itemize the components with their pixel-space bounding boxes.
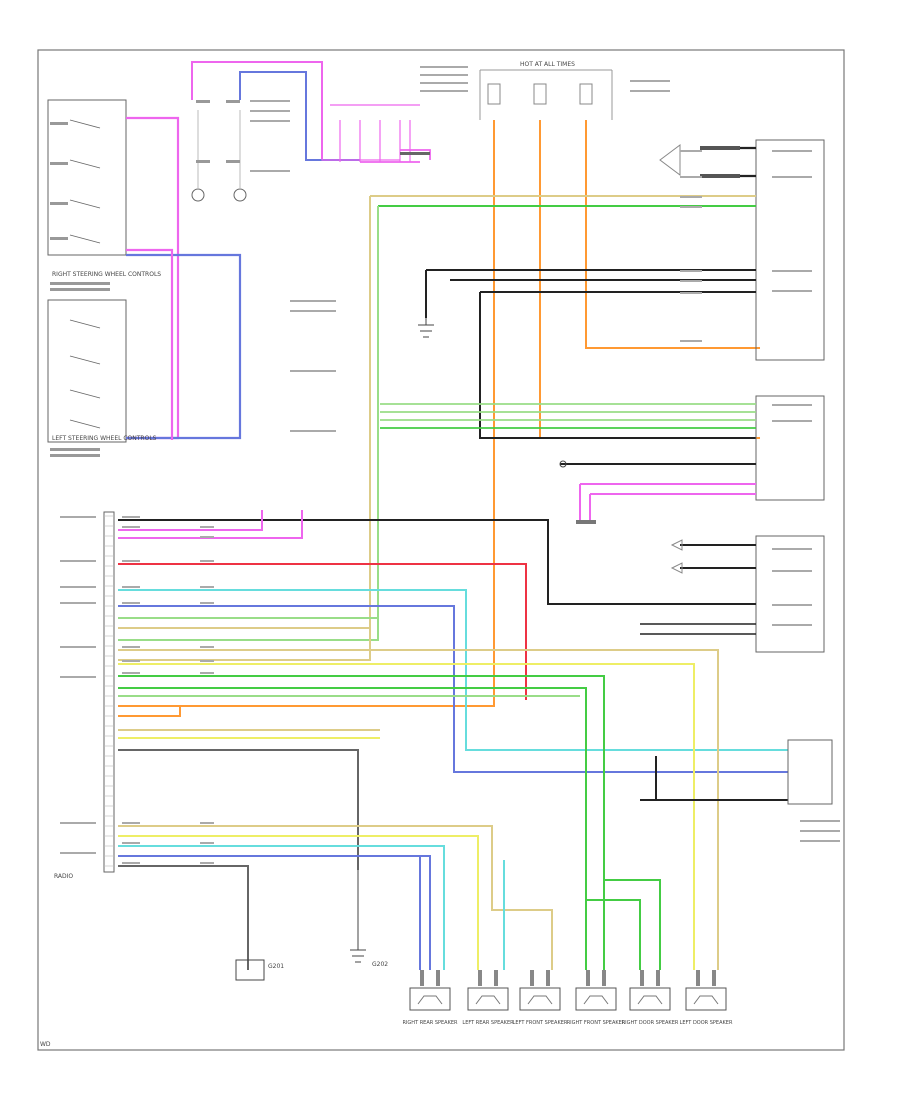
right-side-module <box>787 739 833 805</box>
speaker-cone-icon <box>527 995 553 1005</box>
speaker-box <box>467 987 509 1011</box>
speaker-terminal <box>436 970 440 986</box>
speaker-lr: LEFT REAR SPEAKER <box>462 970 514 1026</box>
speaker-terminal <box>640 970 644 986</box>
speaker-cone-icon <box>583 995 609 1005</box>
speaker-terminal <box>712 970 716 986</box>
fuse-block <box>479 69 613 120</box>
ground-symbols <box>235 318 434 981</box>
speaker-box <box>409 987 451 1011</box>
label-marks <box>60 66 840 864</box>
lower-right-module <box>640 535 825 653</box>
left-steering-wheel-controls <box>47 99 127 256</box>
speaker-box <box>685 987 727 1011</box>
speaker-terminal <box>478 970 482 986</box>
speaker-terminal <box>530 970 534 986</box>
radio-connector <box>103 511 115 873</box>
speaker-terminal <box>586 970 590 986</box>
speaker-rf: RIGHT FRONT SPEAKER <box>567 970 626 1026</box>
speaker-label: LEFT REAR SPEAKER <box>462 1020 514 1026</box>
speaker-cone-icon <box>417 995 443 1005</box>
speaker-terminal <box>420 970 424 986</box>
speaker-terminal <box>696 970 700 986</box>
speaker-rr: RIGHT REAR SPEAKER <box>402 970 458 1026</box>
speaker-label: RIGHT FRONT SPEAKER <box>567 1020 626 1026</box>
speaker-wires <box>419 856 661 970</box>
speaker-cone-icon <box>693 995 719 1005</box>
speaker-lf: LEFT FRONT SPEAKER <box>513 970 568 1026</box>
clockspring-top <box>191 61 431 202</box>
radio-label: RADIO <box>54 873 73 880</box>
radio-output-wires <box>118 510 788 970</box>
speaker-box <box>629 987 671 1011</box>
footer-code: WD <box>40 1041 51 1048</box>
speaker-terminal <box>602 970 606 986</box>
speaker-ld: LEFT DOOR SPEAKER <box>680 970 733 1026</box>
hot-at-all-times-label: HOT AT ALL TIMES <box>520 61 575 68</box>
speaker-label: RIGHT DOOR SPEAKER <box>622 1020 679 1026</box>
speaker-terminal <box>546 970 550 986</box>
speaker-rd: RIGHT DOOR SPEAKER <box>622 970 679 1026</box>
speaker-label: LEFT FRONT SPEAKER <box>513 1020 568 1026</box>
right-steering-wheel-controls <box>47 282 127 457</box>
speaker-cone-icon <box>637 995 663 1005</box>
speaker-label: RIGHT REAR SPEAKER <box>402 1020 458 1026</box>
speaker-box <box>575 987 617 1011</box>
speaker-terminal <box>656 970 660 986</box>
steering-control-wires <box>126 116 242 440</box>
ground-label-g1: G201 <box>268 963 284 970</box>
left-controls-label: LEFT STEERING WHEEL CONTROLS <box>52 435 157 442</box>
speaker-label: LEFT DOOR SPEAKER <box>680 1020 733 1026</box>
diagram-frame <box>37 49 845 1051</box>
speaker-box <box>519 987 561 1011</box>
middle-right-module <box>380 395 825 501</box>
audio-signal-wires <box>579 483 756 520</box>
ground-label-g2: G202 <box>372 961 388 968</box>
speaker-terminal <box>494 970 498 986</box>
speaker-cone-icon <box>475 995 501 1005</box>
right-controls-label: RIGHT STEERING WHEEL CONTROLS <box>52 271 161 278</box>
top-right-module <box>659 139 825 361</box>
